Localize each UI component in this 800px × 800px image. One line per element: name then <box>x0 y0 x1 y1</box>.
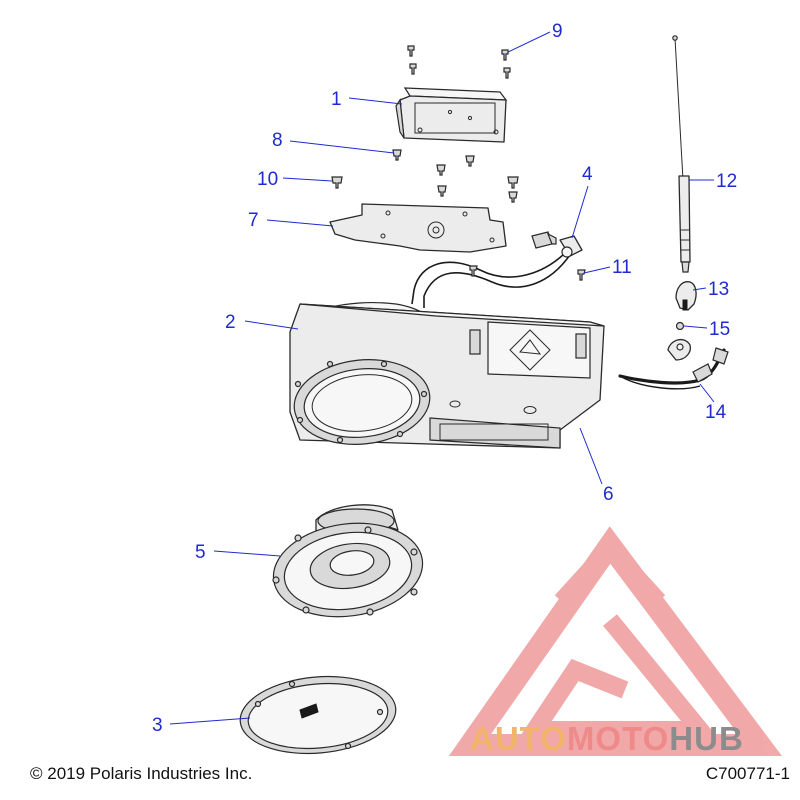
callout-13: 13 <box>708 279 729 300</box>
radio-module-1 <box>395 87 508 143</box>
wire-harness-4 <box>411 231 583 308</box>
fastener-10 <box>331 176 343 189</box>
leader-1 <box>348 97 403 105</box>
leader-7 <box>266 219 334 227</box>
leader-3 <box>169 717 251 725</box>
grille-logo <box>299 703 319 719</box>
watermark-triangle-inner <box>518 614 719 739</box>
copyright-text: © 2019 Polaris Industries Inc. <box>30 764 253 783</box>
callout-10: 10 <box>257 169 278 190</box>
leader-11 <box>583 266 611 274</box>
leader-lines <box>169 31 715 725</box>
leader-4 <box>571 185 589 239</box>
callout-8: 8 <box>272 130 283 151</box>
callout-7: 7 <box>248 210 259 231</box>
watermark-auto: AUTO <box>470 720 567 757</box>
speaker-grille-3 <box>239 675 397 755</box>
leader-6 <box>579 427 603 485</box>
watermark-triangle-outer <box>448 526 782 756</box>
screw-11 <box>469 265 586 281</box>
callout-9: 9 <box>552 21 563 42</box>
callout-11: 11 <box>612 257 632 278</box>
callout-6: 6 <box>603 484 614 505</box>
drawing-number: C700771-1 <box>705 764 790 783</box>
speaker-enclosure-2 <box>289 302 605 449</box>
callout-2: 2 <box>225 312 236 333</box>
speaker-driver-5 <box>272 504 424 618</box>
svg-text:AUTOMOTOHUB: AUTOMOTOHUB <box>470 720 744 757</box>
leader-15 <box>683 325 708 329</box>
leader-5 <box>213 550 281 557</box>
watermark-m-stroke <box>554 534 666 605</box>
leader-13 <box>692 287 707 291</box>
leader-10 <box>282 177 333 182</box>
leader-2 <box>244 320 299 330</box>
watermark-moto: MOTO <box>567 720 669 757</box>
callout-12: 12 <box>716 171 737 192</box>
washer-15 <box>675 321 685 331</box>
callout-15: 15 <box>709 319 730 340</box>
leader-9 <box>507 31 551 53</box>
mounting-bracket-7 <box>329 203 507 253</box>
leader-14 <box>699 383 715 403</box>
watermark-logo <box>448 526 782 756</box>
fasteners-8 <box>392 149 519 203</box>
watermark-wordmark: AUTOMOTOHUB <box>470 720 744 757</box>
warning-symbol <box>509 329 551 371</box>
antenna-mast-12 <box>672 35 691 273</box>
antenna-strap-14 <box>618 338 729 390</box>
callout-1: 1 <box>331 89 342 110</box>
screws-9 <box>407 45 511 79</box>
callout-14: 14 <box>705 402 727 423</box>
callout-5: 5 <box>195 542 206 563</box>
callout-labels: 1 2 3 4 5 6 7 8 9 10 11 12 13 14 15 <box>152 21 737 736</box>
callout-3: 3 <box>152 715 163 736</box>
antenna-base-13 <box>675 281 697 311</box>
callout-4: 4 <box>582 164 593 185</box>
watermark-hub: HUB <box>669 720 744 757</box>
leader-8 <box>289 140 395 154</box>
